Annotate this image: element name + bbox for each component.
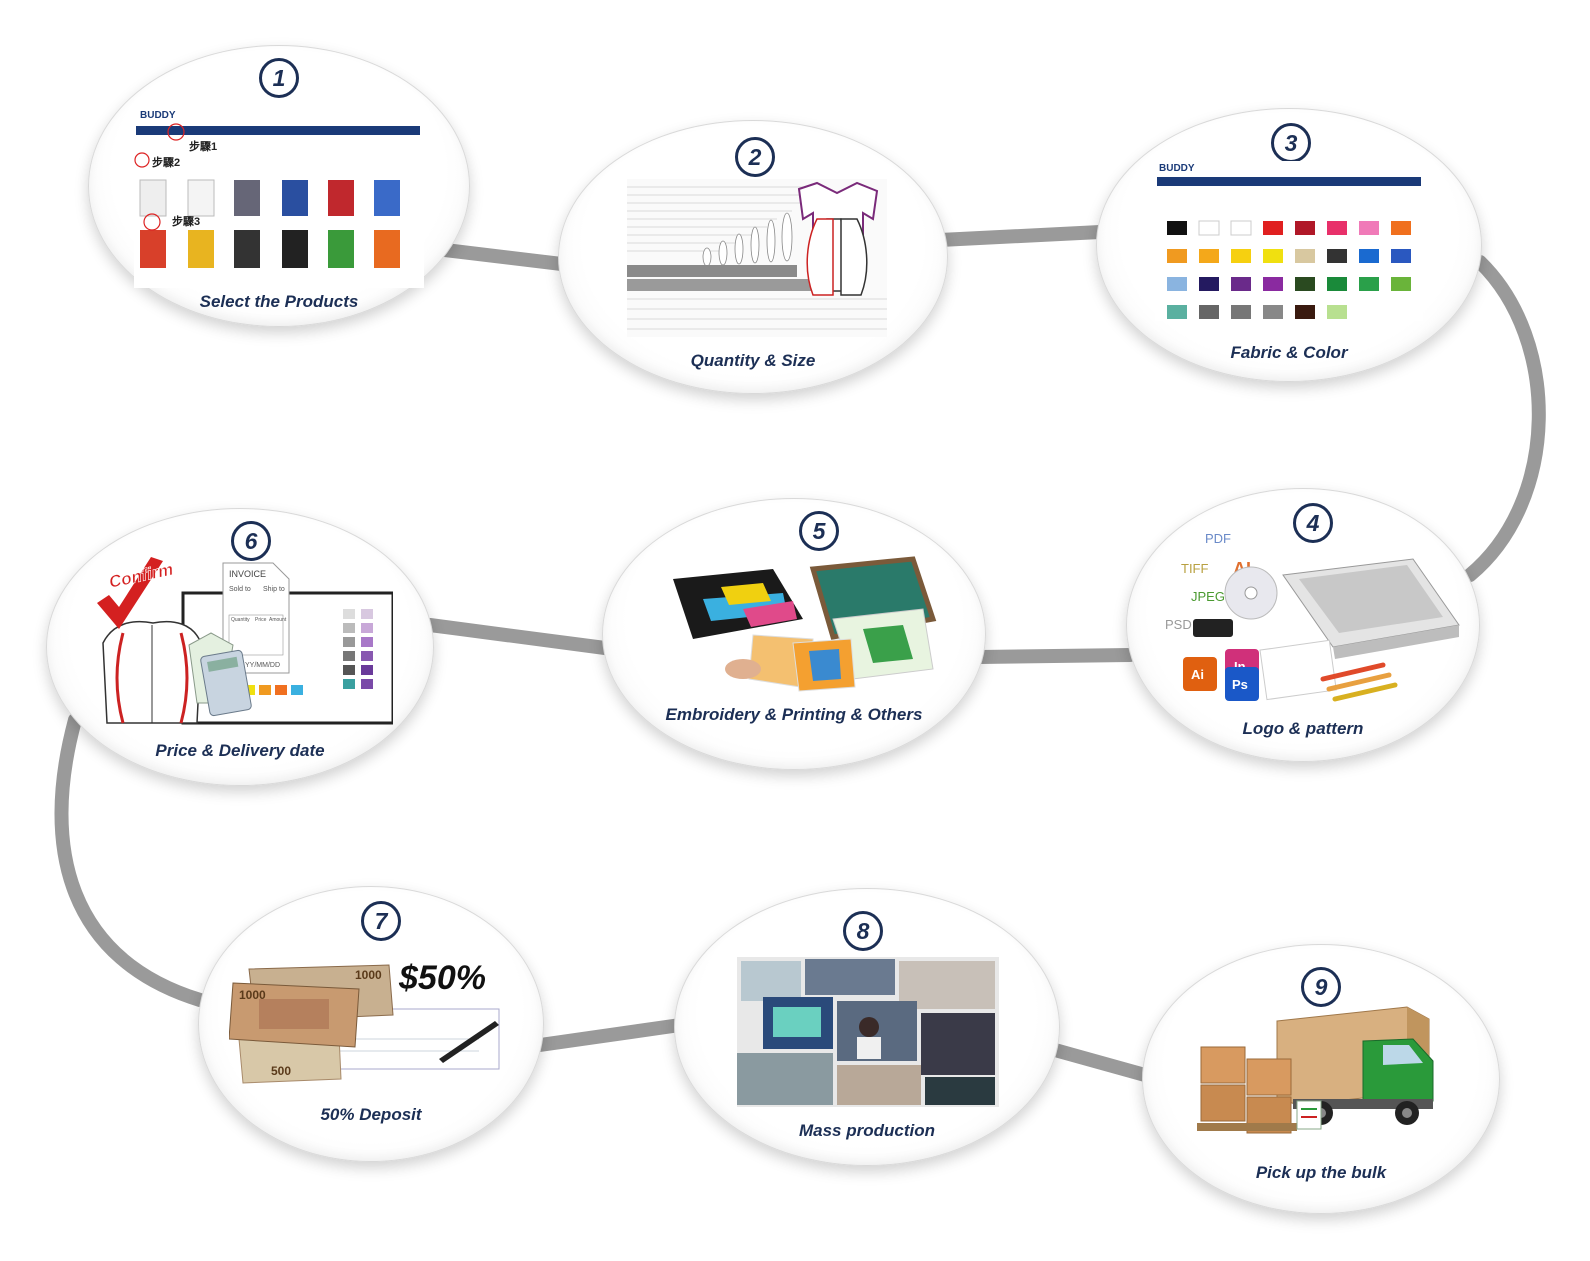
connector-3-4	[1463, 255, 1546, 582]
banknotes	[229, 964, 394, 1084]
color-swatch-grid	[1167, 220, 1411, 319]
size-chart-and-jersey-icon	[627, 179, 887, 337]
svg-text:In: In	[1234, 659, 1246, 674]
step-1: 1 BUDDY 步驟1 步驟2 步驟3 Select the Products	[88, 45, 470, 327]
step-number-9: 9	[1301, 967, 1341, 1007]
step-number-7: 7	[361, 901, 401, 941]
jacket-illustration	[102, 620, 202, 724]
banknote-500: 500	[271, 1064, 291, 1078]
svg-text:Ai: Ai	[1191, 667, 1204, 682]
invoice-col-amount: Amount	[269, 617, 287, 623]
invoice-sold-to: Sold to	[229, 586, 251, 593]
usb-drive	[1193, 619, 1233, 637]
format-tiff: TIFF	[1181, 561, 1208, 576]
step-caption-7: 50% Deposit	[320, 1105, 422, 1124]
banknotes-and-cheque-icon: $50% 1000 1000 500	[229, 959, 500, 1084]
jersey-illustration	[797, 181, 879, 296]
deposit-amount: $50%	[398, 959, 486, 997]
banknote-1000-a: 1000	[239, 988, 266, 1002]
step-5: 5 Embroidery & Printing & Others	[602, 498, 986, 770]
step-caption-1: Select the Products	[199, 292, 359, 311]
step-number-8: 8	[843, 911, 883, 951]
step1-label: 步驟1	[189, 139, 217, 153]
connector-6-7	[54, 713, 207, 1007]
step-number-1: 1	[259, 58, 299, 98]
scanner-and-file-formats-icon: PDF TIFF AI JPEG PSD Ai In Ps	[1165, 531, 1460, 702]
step-caption-6: Price & Delivery date	[155, 741, 325, 760]
delivery-truck-icon	[1197, 1006, 1434, 1134]
step-caption-3: Fabric & Color	[1230, 343, 1348, 362]
format-pdf: PDF	[1205, 531, 1231, 546]
connector-8-9	[1048, 1043, 1152, 1082]
step-8: 8 Mass production	[674, 888, 1060, 1166]
step-number-4: 4	[1293, 503, 1333, 543]
step-caption-5: Embroidery & Printing & Others	[665, 705, 923, 724]
step-number-2: 2	[735, 137, 775, 177]
ai-app-icon	[1183, 657, 1217, 691]
step-caption-8: Mass production	[798, 1121, 935, 1140]
connector-4-5	[973, 648, 1137, 664]
connector-1-2	[438, 243, 577, 272]
invoice-col-price: Price	[255, 617, 267, 623]
pen-icon	[439, 1021, 499, 1063]
format-psd: PSD	[1165, 617, 1192, 632]
step-2: 2 Quantity & Size	[558, 120, 948, 394]
brand-logo: BUDDY	[1159, 163, 1195, 174]
step-4: 4 PDF TIFF AI JPEG PSD Ai In Ps Logo & p…	[1126, 488, 1480, 762]
step-9: 9 Pick up the bulk	[1142, 944, 1500, 1214]
invoice-date: YY/MM/DD	[245, 662, 280, 669]
colored-pencils	[1320, 662, 1398, 702]
step2-label: 步驟2	[152, 155, 180, 169]
product-thumbnails	[139, 179, 400, 268]
factory-collage-icon	[737, 957, 999, 1107]
invoice-ship-to: Ship to	[263, 586, 285, 593]
brand-logo: BUDDY	[140, 110, 176, 121]
connector-5-6	[423, 618, 612, 655]
connector-2-3	[933, 225, 1107, 247]
banknote-1000-b: 1000	[355, 968, 382, 982]
step-number-5: 5	[799, 511, 839, 551]
step-number-6: 6	[231, 521, 271, 561]
invoice-col-quantity: Quantity	[231, 617, 250, 623]
step-caption-4: Logo & pattern	[1242, 719, 1364, 738]
printing-and-embroidery-icon	[673, 556, 937, 692]
step3-label: 步驟3	[172, 214, 200, 228]
checkmark-icon	[97, 557, 163, 629]
invoice-title: INVOICE	[229, 569, 266, 579]
fabric-color-swatches-icon: BUDDY	[1155, 161, 1423, 321]
step-3: 3 BUDDY	[1096, 108, 1482, 382]
cargo-boxes	[1197, 1046, 1297, 1134]
step-caption-2: Quantity & Size	[690, 351, 816, 370]
step-number-3: 3	[1271, 123, 1311, 163]
svg-text:Ps: Ps	[1232, 677, 1248, 692]
connector-7-8	[533, 1018, 687, 1052]
website-product-catalog-icon: BUDDY 步驟1 步驟2 步驟3	[134, 108, 424, 288]
step-caption-9: Pick up the bulk	[1255, 1163, 1387, 1182]
format-jpeg: JPEG	[1191, 589, 1225, 604]
step-6: 6 INVOICE Sold to Ship to Quantity Price…	[46, 508, 434, 786]
checklist-icon	[1296, 1100, 1322, 1130]
ps-app-icon	[1225, 667, 1259, 701]
invoice-and-calculator-icon: INVOICE Sold to Ship to Quantity Price A…	[97, 557, 393, 725]
calculator-icon	[200, 649, 252, 717]
step-7: 7 $50% 1000 1000 500 50% Deposit	[198, 886, 544, 1162]
